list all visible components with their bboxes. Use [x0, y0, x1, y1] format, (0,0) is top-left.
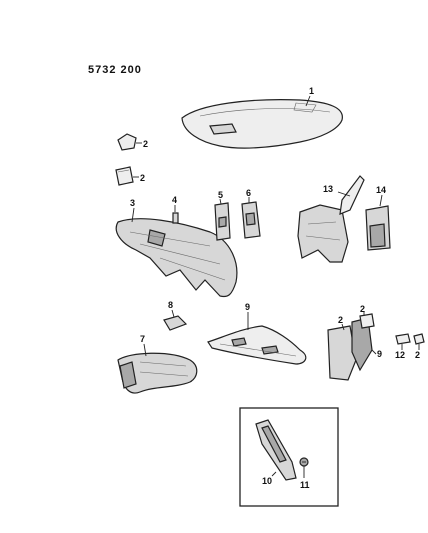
pad-upper-part: [117, 133, 137, 151]
callout-9a: 9: [245, 302, 250, 312]
tunnel-insulator-part: [117, 352, 198, 394]
clip-2-right-part: [413, 333, 425, 345]
inset-box: [239, 407, 339, 507]
callout-9b: 9: [377, 349, 382, 359]
callout-7: 7: [140, 334, 145, 344]
quarter-trim-part: [297, 175, 365, 263]
leader-9b: [371, 349, 377, 355]
leader-2c: [341, 323, 345, 331]
callout-13: 13: [323, 184, 333, 194]
callout-11: 11: [300, 480, 310, 490]
dash-insulator-part: [115, 218, 238, 298]
callout-2c: 2: [338, 315, 343, 325]
cap-part: [163, 315, 188, 331]
bracket-6-part: [241, 201, 261, 239]
leader-1: [305, 95, 311, 107]
side-trim-part: [327, 313, 375, 381]
callout-2e: 2: [415, 350, 420, 360]
leader-14: [379, 194, 383, 207]
leader-3: [131, 207, 135, 223]
callout-10: 10: [262, 476, 272, 486]
screw-part: [299, 457, 309, 467]
callout-6: 6: [246, 188, 251, 198]
callout-5: 5: [218, 190, 223, 200]
callout-14: 14: [376, 185, 386, 195]
callout-2a: 2: [143, 139, 148, 149]
callout-12: 12: [395, 350, 405, 360]
bracket-5-part: [214, 202, 231, 241]
callout-2d: 2: [360, 304, 365, 314]
callout-8: 8: [168, 300, 173, 310]
pillar-trim-part: [255, 419, 297, 481]
leader-10: [271, 471, 277, 477]
clip-12-part: [395, 333, 411, 345]
leader-5: [219, 198, 222, 205]
side-panel-part: [365, 205, 391, 251]
floor-mat-part: [207, 325, 307, 365]
leader-7: [143, 343, 147, 357]
callout-3: 3: [130, 198, 135, 208]
callout-4: 4: [172, 195, 177, 205]
leader-13: [337, 191, 351, 197]
callout-1: 1: [309, 86, 314, 96]
callout-2b: 2: [140, 173, 145, 183]
headliner-part: [181, 99, 343, 149]
leader-8: [171, 309, 175, 318]
diagram-code: 5732 200: [88, 64, 142, 76]
pad-lower-part: [115, 166, 134, 186]
clip-part: [172, 212, 179, 224]
